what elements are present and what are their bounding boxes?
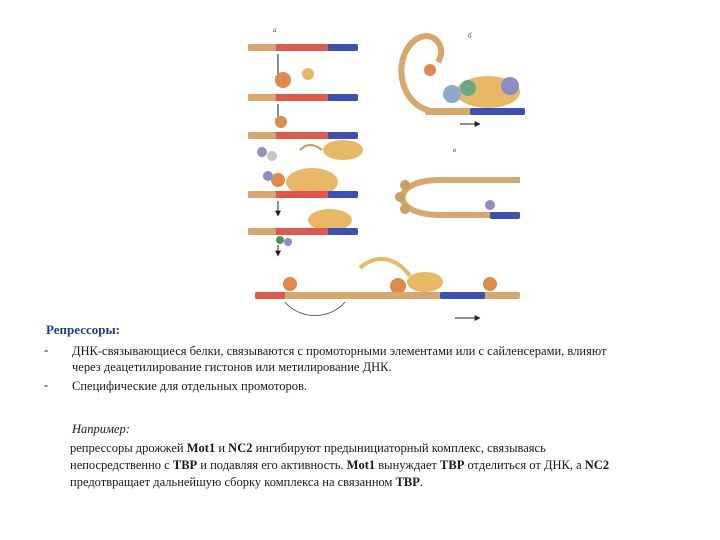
dna-strand: [248, 44, 276, 51]
panel-label-a: a: [273, 26, 277, 34]
example-paragraph: репрессоры дрожжей Mot1 и NC2 ингибируют…: [70, 440, 695, 491]
panel-bottom: [255, 256, 520, 321]
example-line: репрессоры дрожжей Mot1 и NC2 ингибируют…: [70, 441, 546, 455]
gene-name: NC2: [584, 458, 610, 472]
example-label: Например:: [72, 422, 130, 436]
protein-blob: [407, 272, 443, 292]
panel-label-c: в: [453, 146, 456, 154]
section-heading: Репрессоры:: [46, 322, 120, 337]
protein-blob: [275, 72, 291, 88]
protein-blob: [302, 68, 314, 80]
protein-blob: [286, 168, 338, 196]
bullet-line: ДНК-связывающиеся белки, связываются с п…: [72, 344, 607, 358]
protein-blob: [257, 147, 267, 157]
example-line: непосредственно с TBP и подавляя его акт…: [70, 458, 610, 472]
gene-name: TBP: [172, 458, 198, 472]
gene-name: TBP: [395, 475, 420, 489]
bullet-item: ДНК-связывающиеся белки, связываются с п…: [72, 343, 692, 375]
bullet-line: через деацетилирование гистонов или мети…: [72, 360, 392, 374]
gene-name: Mot1: [346, 458, 376, 472]
example-line: предотвращает дальнейшую сборку комплекс…: [70, 475, 424, 489]
gene-name: Mot1: [186, 441, 216, 455]
protein-blob: [267, 151, 277, 161]
dna-strand: [328, 44, 358, 51]
protein-blob: [308, 209, 352, 231]
regulation-diagram: a: [248, 26, 525, 321]
panel-label-b: б: [468, 32, 472, 40]
bullet-dash: -: [44, 343, 49, 357]
protein-blob: [275, 116, 287, 128]
protein-blob: [323, 140, 363, 160]
bullet-dash: -: [44, 378, 49, 392]
gene-name: NC2: [228, 441, 253, 455]
gene-name: TBP: [440, 458, 465, 472]
panel-b: б: [398, 32, 525, 127]
bullet-item: Специфические для отдельных промоторов.: [72, 378, 692, 394]
panel-a: a: [248, 26, 363, 257]
bullet-line: Специфические для отдельных промоторов.: [72, 379, 308, 393]
panel-c: в: [395, 146, 520, 219]
